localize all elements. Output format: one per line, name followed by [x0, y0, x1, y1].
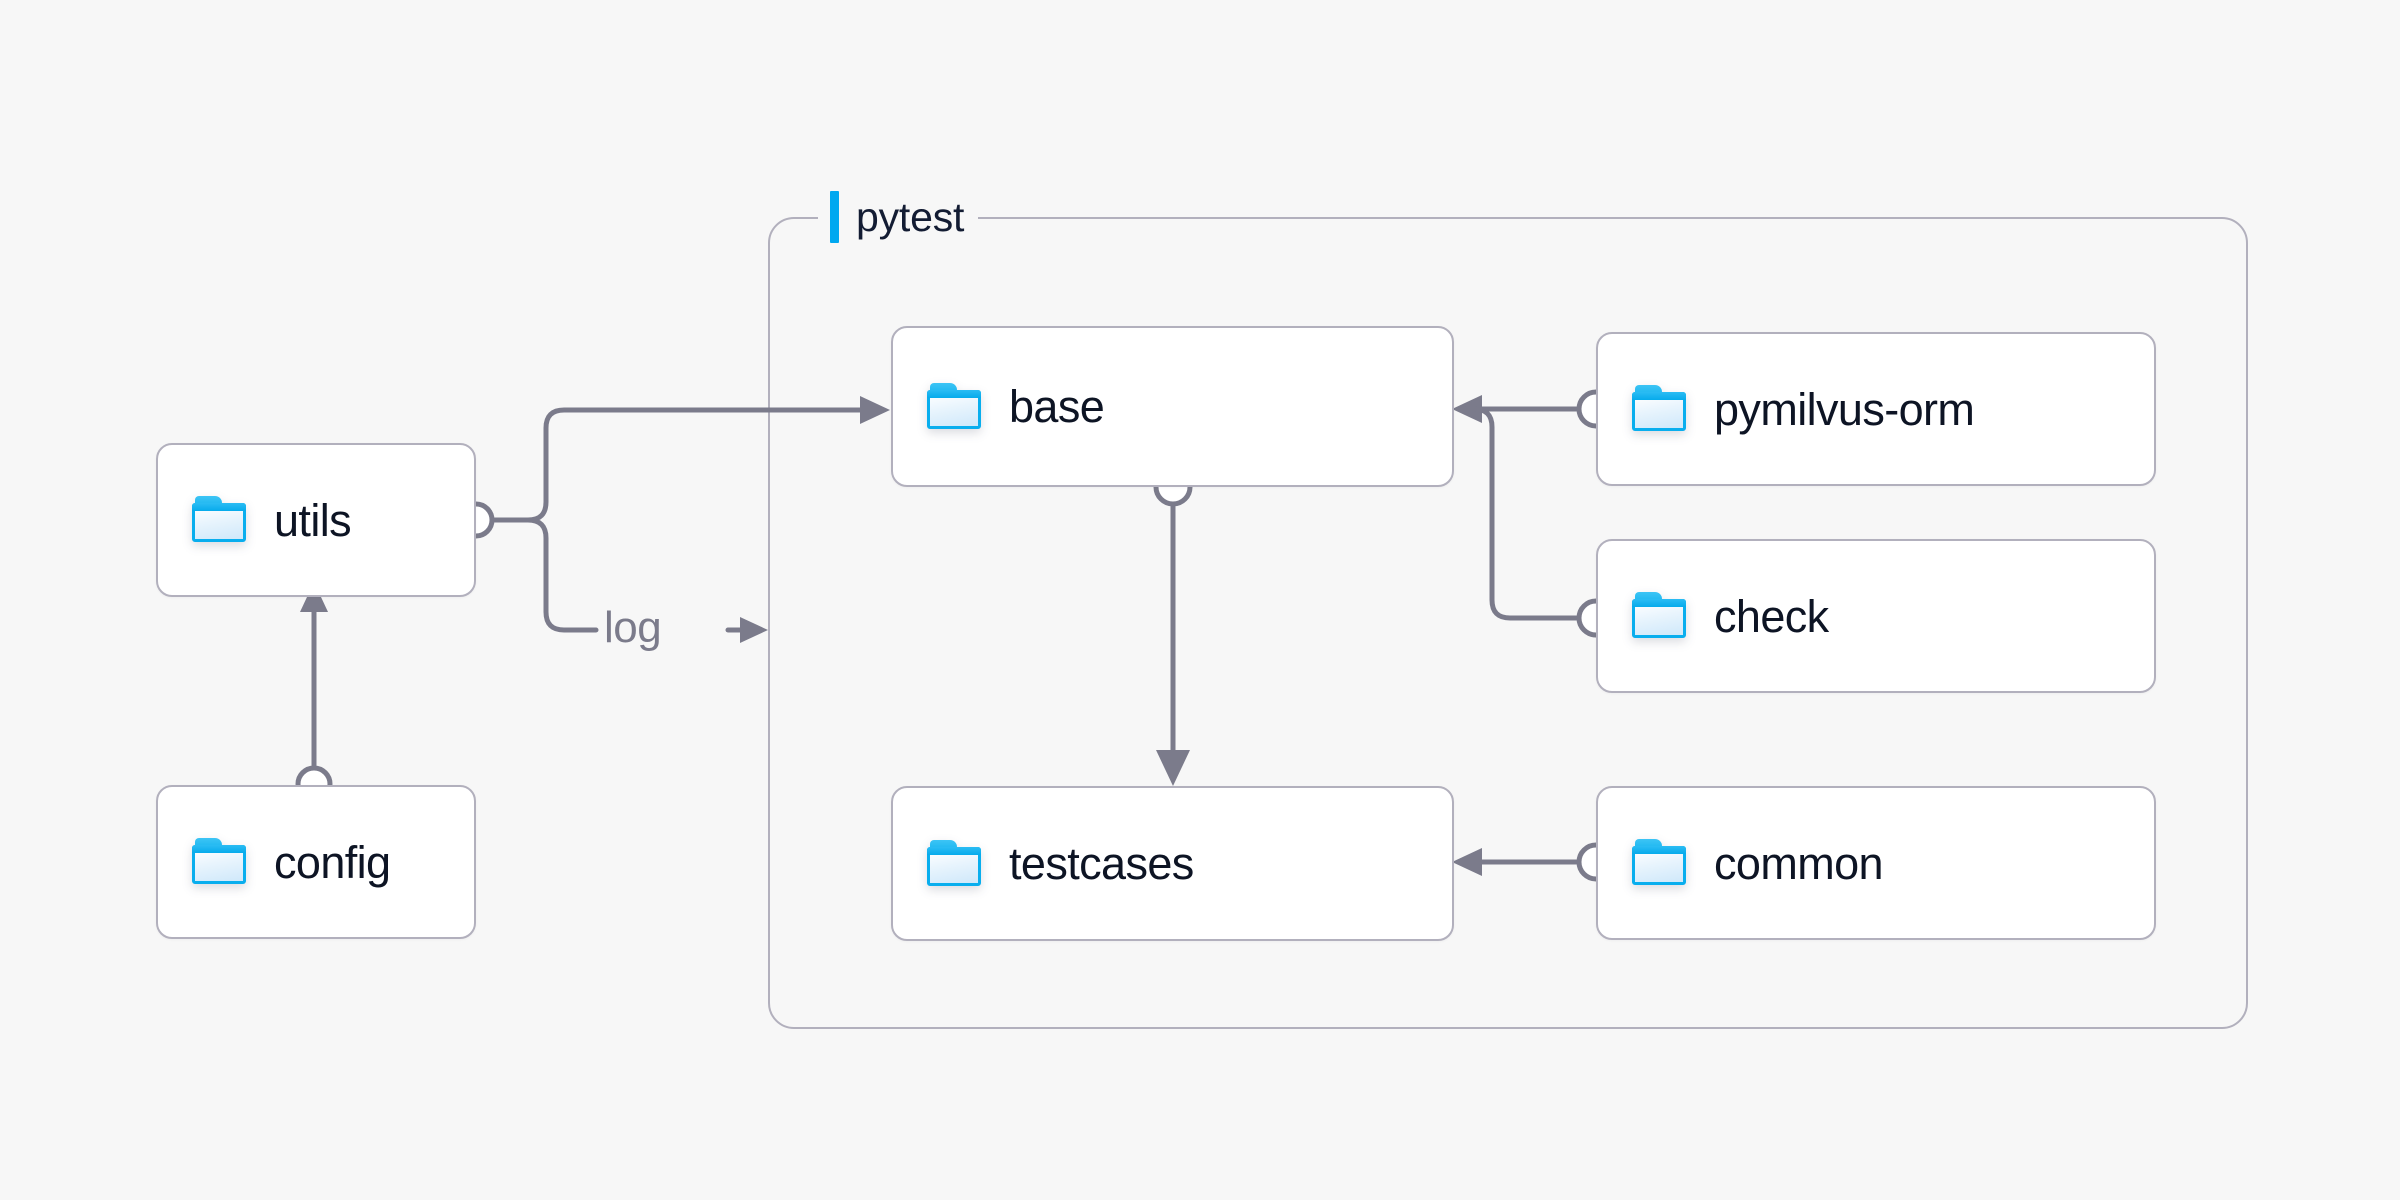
group-title: pytest — [856, 193, 965, 240]
node-label-testcases: testcases — [1009, 838, 1194, 889]
node-check[interactable]: check — [1596, 539, 2156, 693]
node-label-check: check — [1714, 590, 1829, 642]
node-label-utils: utils — [274, 494, 352, 546]
node-label-pymilvus-orm: pymilvus-orm — [1714, 383, 1975, 435]
folder-icon — [1632, 592, 1688, 640]
edge-log-arrow — [725, 617, 768, 643]
edge-config-utils — [295, 582, 333, 803]
folder-icon — [927, 839, 983, 888]
node-label-config: config — [274, 836, 391, 888]
group-label-pytest: pytest — [818, 188, 979, 246]
folder-icon — [927, 382, 983, 431]
folder-icon — [1632, 385, 1688, 433]
folder-icon — [1632, 839, 1688, 887]
edge-label-log: log — [604, 603, 662, 652]
folder-icon — [192, 496, 248, 544]
node-utils[interactable]: utils — [156, 443, 476, 597]
group-container-pytest[interactable] — [768, 217, 2248, 1029]
node-testcases[interactable]: testcases — [891, 786, 1454, 941]
node-config[interactable]: config — [156, 785, 476, 939]
folder-icon — [192, 838, 248, 886]
edge-utils-log — [525, 517, 599, 633]
node-pymilvus-orm[interactable]: pymilvus-orm — [1596, 332, 2156, 486]
node-label-base: base — [1009, 381, 1105, 432]
node-common[interactable]: common — [1596, 786, 2156, 940]
accent-bar-icon — [830, 191, 839, 243]
node-label-common: common — [1714, 837, 1884, 889]
node-base[interactable]: base — [891, 326, 1454, 487]
